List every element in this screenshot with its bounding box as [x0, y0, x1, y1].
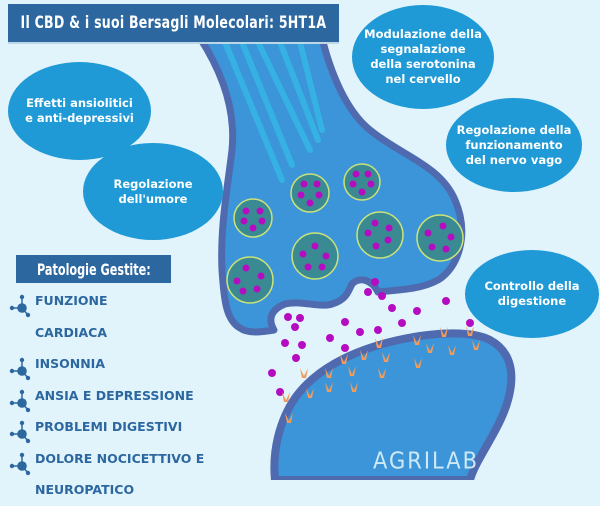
molecule-icon — [9, 357, 31, 381]
molecule-icon — [9, 389, 31, 412]
effect-bubble-vagus: Regolazione della funzionamento del nerv… — [446, 98, 582, 192]
pathologies-list: FUNZIONE CARDIACA INSONNIA ANSIA E DEPRE… — [6, 285, 204, 506]
effect-label: Modulazione della segnalazione della ser… — [364, 27, 482, 86]
pathologies-header: Patologie Gestite: — [16, 255, 171, 283]
5ht1a-receptors — [282, 326, 480, 423]
neurotransmitters — [268, 278, 474, 396]
effect-bubble-serotonin: Modulazione della segnalazione della ser… — [352, 5, 494, 109]
synapse-illustration — [196, 34, 516, 480]
pathology-item: DOLORE NOCICETTIVO E NEUROPATICO — [6, 443, 204, 506]
effect-label: Regolazione dell'umore — [113, 176, 193, 206]
effect-label: Regolazione della funzionamento del nerv… — [456, 122, 572, 167]
effect-label: Controllo della digestione — [484, 279, 580, 308]
effect-bubble-mood: Regolazione dell'umore — [83, 143, 223, 240]
agrilab-logo: AGRILAB — [373, 447, 480, 475]
effect-bubble-anxiolytic: Effetti ansiolitici e anti-depressivi — [8, 62, 151, 160]
presynaptic-neuron — [196, 34, 466, 336]
molecule-icon — [9, 452, 31, 475]
molecule-icon — [9, 420, 31, 444]
page-title: Il CBD & i suoi Bersagli Molecolari: 5HT… — [20, 13, 327, 33]
molecule-icon — [9, 294, 31, 318]
title-banner: Il CBD & i suoi Bersagli Molecolari: 5HT… — [8, 4, 339, 42]
vesicles — [226, 163, 464, 304]
axon-streaks — [222, 39, 325, 183]
pathology-item: PROBLEMI DIGESTIVI — [6, 411, 204, 444]
effect-label: Effetti ansiolitici e anti-depressivi — [25, 96, 134, 125]
effect-bubble-digestion: Controllo della digestione — [465, 250, 599, 338]
pathologies-title: Patologie Gestite: — [36, 259, 151, 279]
pathology-item: ANSIA E DEPRESSIONE — [6, 380, 204, 412]
pathology-item: FUNZIONE CARDIACA — [6, 285, 204, 348]
pathology-item: INSONNIA — [6, 348, 204, 381]
